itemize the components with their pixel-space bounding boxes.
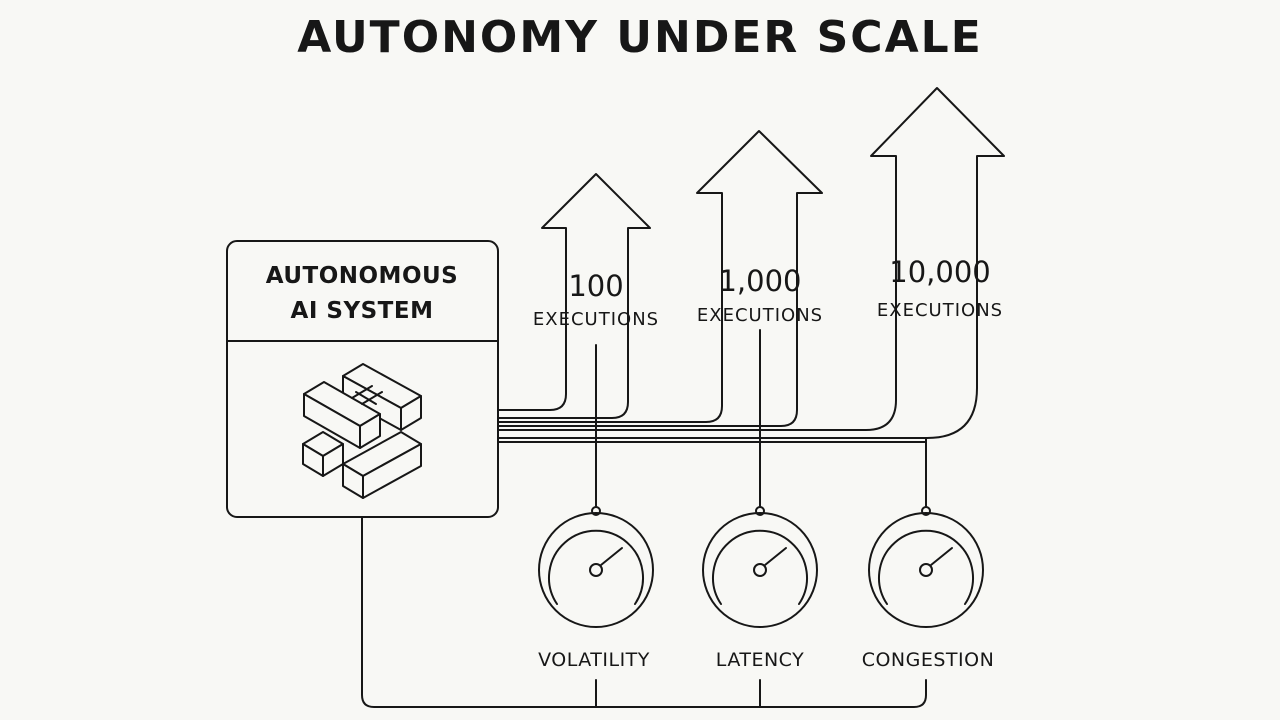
arrow-label-10000: EXECUTIONS [877,300,1003,321]
arrow-count-10000: 10,000 [889,255,990,289]
gauge-label-volatility: VOLATILITY [538,649,650,671]
arrow-count-100: 100 [568,269,623,303]
feedback-loop [361,516,927,708]
gauge-icon [868,506,984,628]
flow-lines [497,329,978,439]
arrow-1000-executions [696,130,823,351]
page-title: AUTONOMY UNDER SCALE [297,12,983,63]
gauge-connectors [497,329,927,507]
gauge-icon [538,506,654,628]
gauge-label-latency: LATENCY [716,649,804,671]
arrow-100-executions [541,173,651,351]
arrow-label-100: EXECUTIONS [533,309,659,330]
arrow-label-1000: EXECUTIONS [697,305,823,326]
gauge-icon [702,506,818,628]
interlocking-blocks-icon [302,363,422,499]
system-title-line2: AI SYSTEM [291,298,434,324]
system-title-line1: AUTONOMOUS [266,263,459,289]
arrow-10000-executions [870,87,1005,331]
arrow-count-1000: 1,000 [718,264,801,298]
gauge-label-congestion: CONGESTION [862,649,995,671]
